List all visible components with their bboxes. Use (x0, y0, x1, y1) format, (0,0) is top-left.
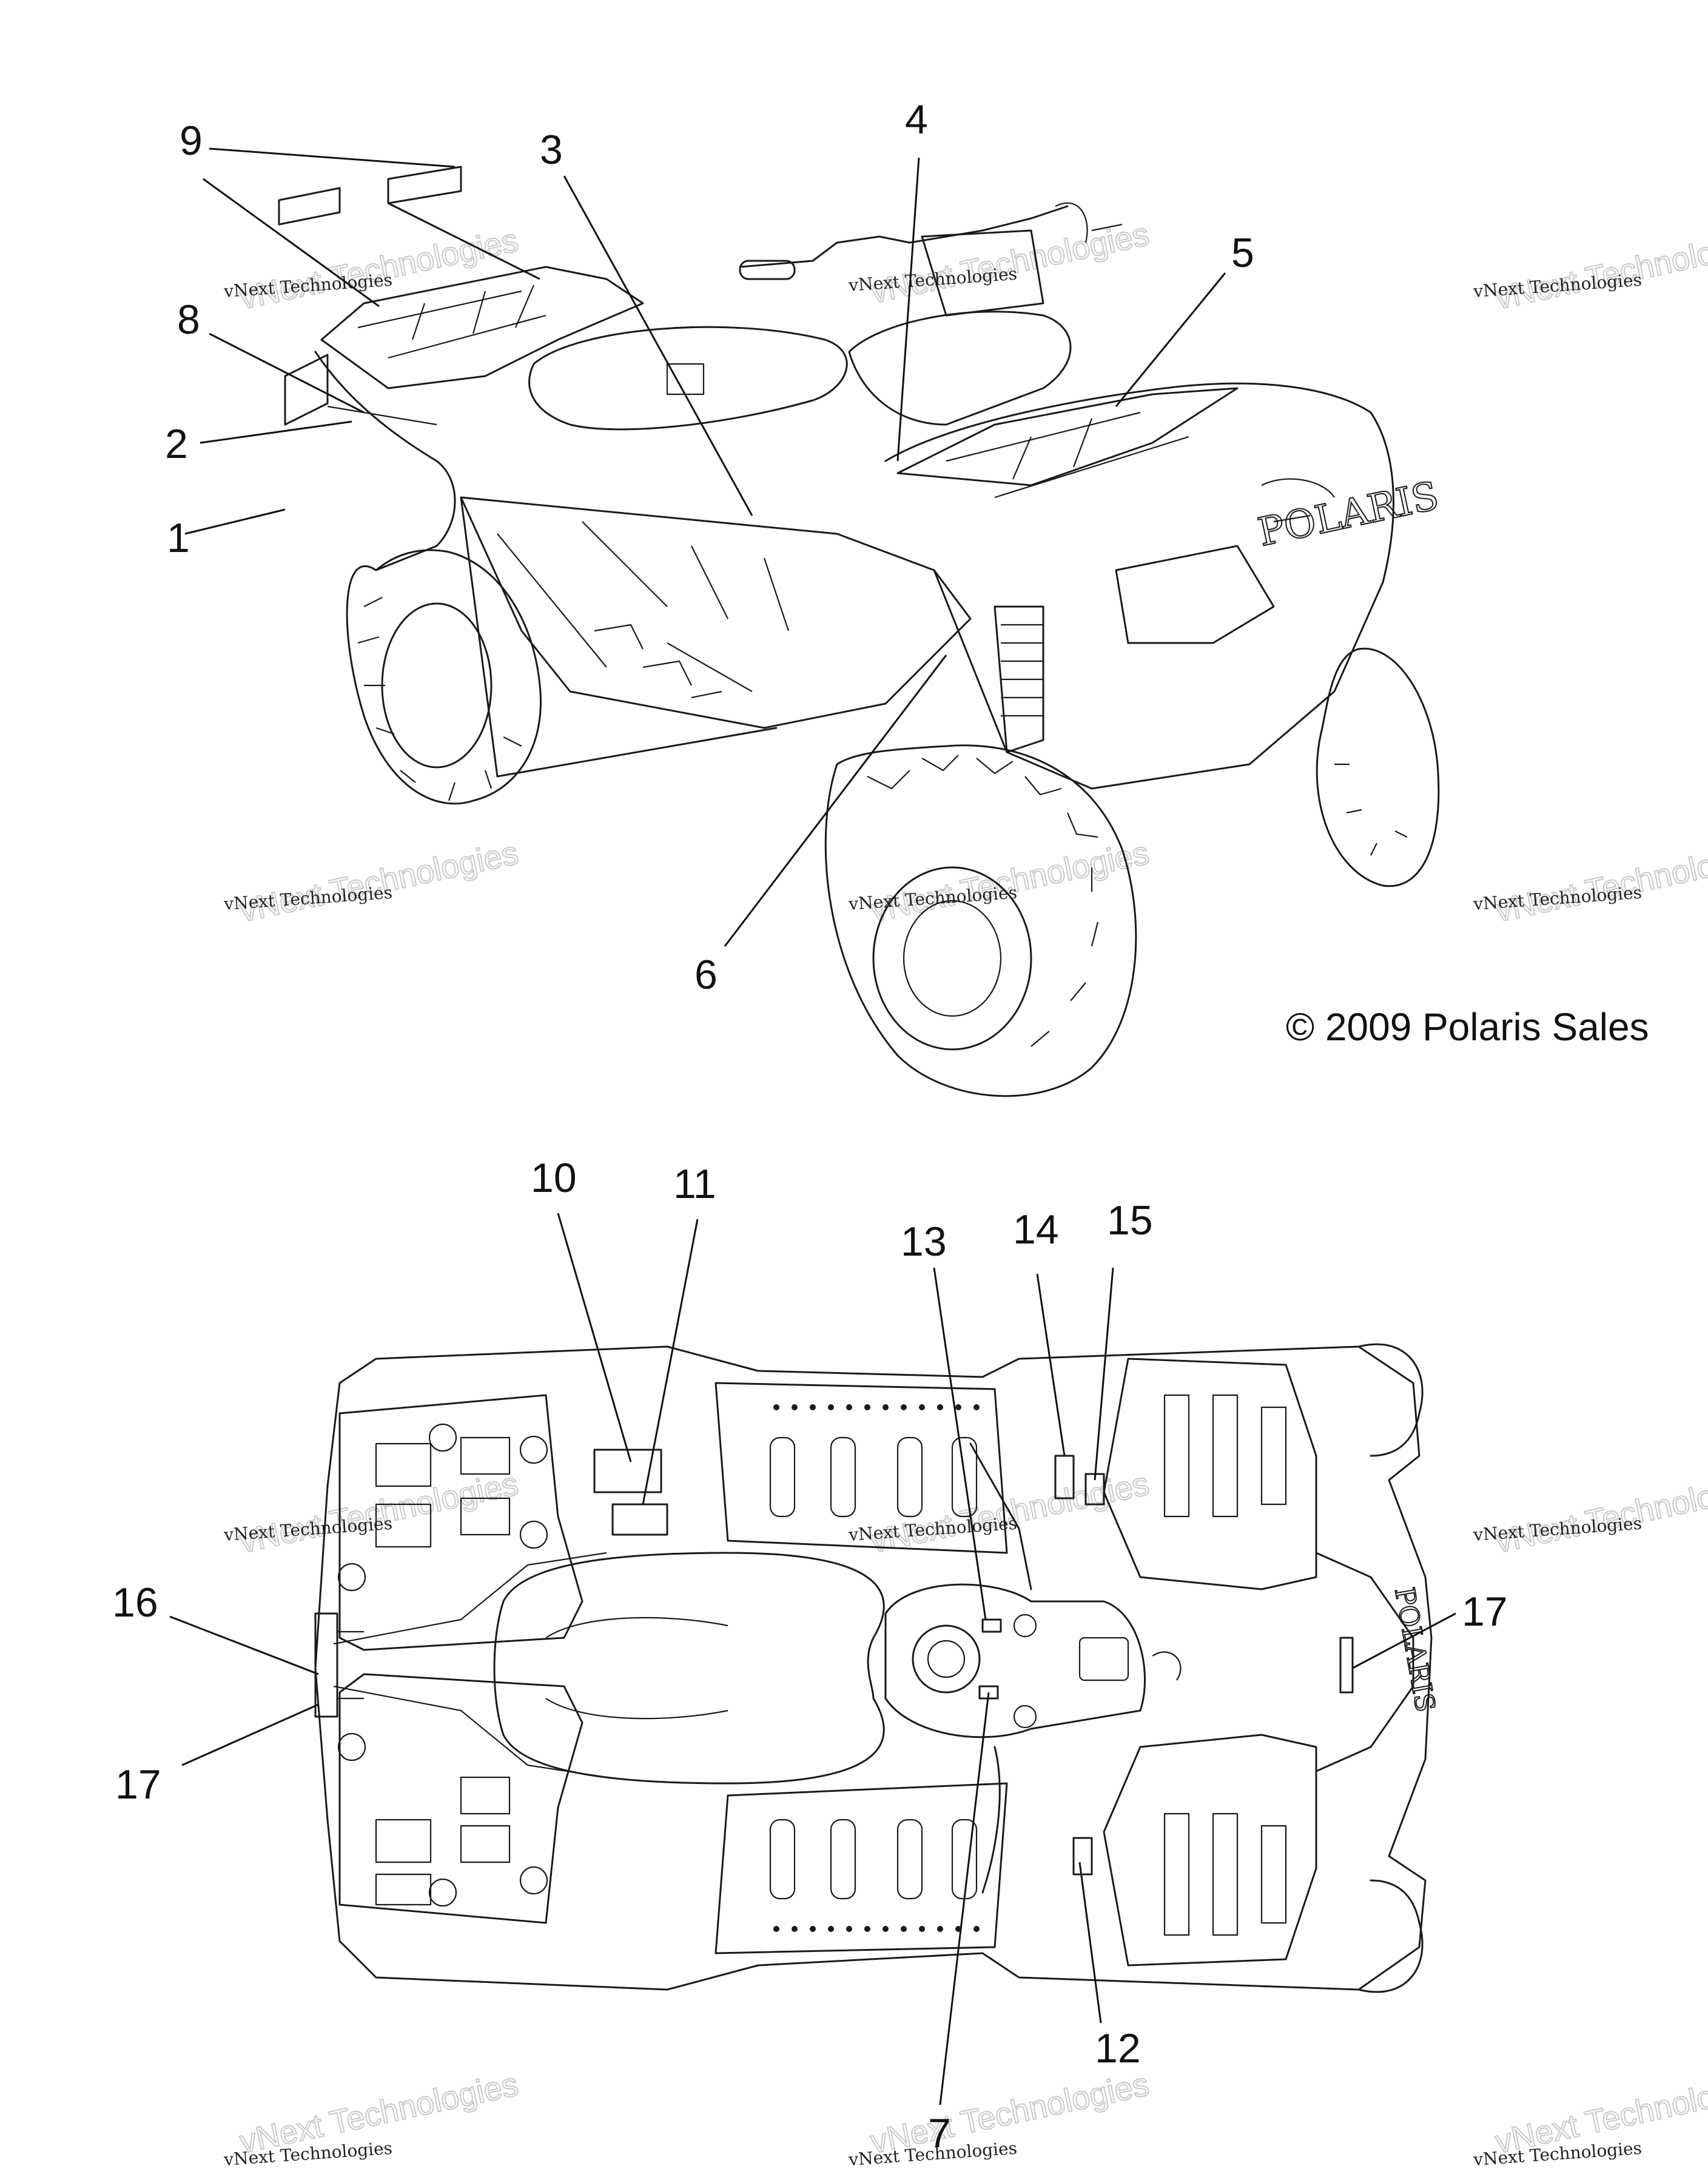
watermark: vNext Technologies vNext Technologies (1472, 221, 1708, 317)
callout-1: 1 (167, 515, 190, 561)
leader-14 (1036, 1273, 1066, 1456)
callout-2: 2 (165, 421, 188, 467)
leader-9b (209, 147, 540, 280)
callout-14: 14 (1013, 1206, 1059, 1253)
callout-10: 10 (531, 1155, 577, 1201)
decal-12-shape (1072, 1837, 1093, 1876)
watermark: vNext Technologies vNext Technologies (223, 2065, 522, 2170)
watermark-outline-text: vNext Technologies (1492, 222, 1708, 317)
leader-10 (557, 1213, 632, 1462)
callout-12: 12 (1095, 2025, 1141, 2071)
decal-9b-shape (387, 166, 462, 204)
callout-11: 11 (673, 1161, 716, 1207)
callout-17-front: 17 (1462, 1589, 1508, 1635)
watermark: vNext Technologies vNext Technologies (847, 834, 1152, 930)
front-near-wheel (824, 744, 1137, 1097)
decal-11-shape (611, 1503, 668, 1536)
watermark-outline-text: vNext Technologies (237, 1466, 522, 1560)
watermark-layer: vNext Technologies vNext Technologies vN… (223, 215, 1708, 2170)
watermark: vNext Technologies vNext Technologies (223, 1465, 522, 1561)
leader-13 (933, 1267, 987, 1620)
leader-lines-lower (169, 1213, 1456, 2105)
atv-side-view: POLARIS (165, 96, 1649, 1097)
callout-17-rear: 17 (115, 1762, 161, 1808)
callout-5: 5 (1231, 230, 1254, 276)
leader-2 (200, 420, 352, 444)
leader-17-rear (181, 1703, 319, 1766)
decal-10-shape (593, 1449, 662, 1493)
watermark-outline-text: vNext Technologies (1492, 1466, 1708, 1560)
watermark: vNext Technologies vNext Technologies (1472, 834, 1708, 930)
leader-12 (1078, 1862, 1102, 2024)
leader-15 (1094, 1267, 1114, 1481)
decal-1-shape (284, 354, 329, 426)
leader-7 (939, 1692, 990, 2105)
callout-13: 13 (901, 1219, 947, 1265)
watermark-outline-text: vNext Technologies (237, 222, 522, 317)
callout-9: 9 (180, 118, 203, 164)
leader-lines-upper (184, 147, 1226, 947)
atv-top-view: POLARIS 10 11 (112, 1155, 1508, 2156)
callout-3: 3 (540, 127, 563, 173)
callout-8: 8 (177, 297, 200, 343)
watermark: vNext Technologies vNext Technologies (847, 215, 1152, 311)
leader-16 (169, 1615, 319, 1675)
callout-15: 15 (1107, 1197, 1153, 1243)
watermark: vNext Technologies vNext Technologies (1472, 2065, 1708, 2170)
rear-wheel (346, 549, 542, 805)
watermark-outline-text: vNext Technologies (237, 835, 522, 929)
leader-17-front (1352, 1612, 1456, 1669)
leader-11 (642, 1219, 699, 1505)
callout-7: 7 (928, 2110, 951, 2156)
perforation-dots (773, 1404, 980, 1932)
watermark: vNext Technologies vNext Technologies (1472, 1465, 1708, 1561)
callouts-upper: 9 8 2 1 3 4 5 6 (165, 96, 1254, 998)
leader-4 (896, 157, 920, 462)
polaris-logo-art: POLARIS (1254, 474, 1442, 556)
leader-5 (1115, 272, 1226, 407)
callout-16: 16 (112, 1580, 158, 1626)
leader-8 (209, 332, 365, 414)
decal-shapes (278, 166, 462, 426)
callout-4: 4 (905, 96, 928, 143)
decal-17-front-shape (1339, 1637, 1354, 1694)
watermark: vNext Technologies vNext Technologies (847, 2065, 1152, 2170)
leader-1 (184, 508, 286, 535)
leader-6 (724, 655, 947, 947)
front-far-wheel (1316, 647, 1440, 887)
leader-9a (203, 178, 380, 308)
polaris-logo-art-top: POLARIS (1388, 1585, 1441, 1714)
copyright-notice: © 2009 Polaris Sales (1286, 1005, 1649, 1049)
top-outline (314, 1345, 1433, 1991)
watermark-outline-text: vNext Technologies (1492, 835, 1708, 929)
decal-9a-shape (278, 187, 341, 226)
leader-3 (563, 175, 753, 516)
callouts-lower: 10 11 13 14 15 12 7 16 17 17 (112, 1155, 1508, 2156)
callout-6: 6 (694, 952, 718, 998)
decal-13-shape (981, 1618, 1002, 1633)
watermark: vNext Technologies vNext Technologies (223, 834, 522, 930)
